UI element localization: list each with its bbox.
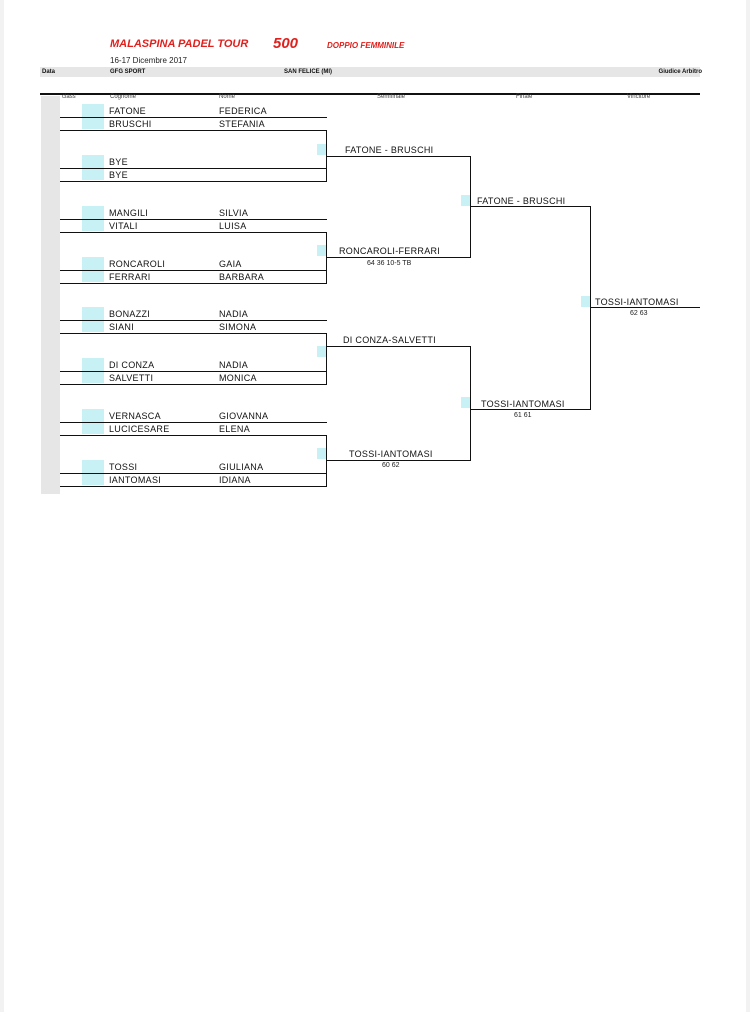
info-band [40,67,700,77]
player-name: ELENA [219,424,251,434]
round3-score: 61 61 [514,412,532,419]
row-line [60,320,327,321]
round2-team: RONCAROLI-FERRARI [339,246,441,256]
player-name: GIOVANNA [219,411,269,421]
row-line [60,219,327,220]
seed-column [41,96,60,494]
row-line [60,371,327,372]
player-surname: MANGILI [109,208,149,218]
player-name: MONICA [219,373,257,383]
player-surname: FATONE [109,106,146,116]
player-name: SIMONA [219,322,257,332]
player-surname: BYE [109,157,128,167]
player-name: IDIANA [219,475,251,485]
player-surname: TOSSI [109,462,138,472]
player-name: NADIA [219,309,249,319]
player-surname: VERNASCA [109,411,161,421]
player-surname: BYE [109,170,128,180]
seed-box [82,460,104,485]
row-line [60,473,327,474]
row-line [60,422,327,423]
club-name: GFG SPORT [110,69,146,75]
tournament-title: MALASPINA PADEL TOUR [110,38,249,50]
seed-box [82,307,104,332]
col-final: Finale [516,94,533,100]
pair-line [60,283,327,284]
pair-line [60,435,327,436]
row-line [60,117,327,118]
player-surname: BONAZZI [109,309,151,319]
winner-team: TOSSI-IANTOMASI [595,297,679,307]
player-surname: SALVETTI [109,373,154,383]
player-name: FEDERICA [219,106,267,116]
round2-score: 60 62 [382,462,400,469]
player-surname: IANTOMASI [109,475,162,485]
round2-team: TOSSI-IANTOMASI [349,449,433,459]
row-line [60,270,327,271]
pair-line [60,181,327,182]
round3-team: FATONE - BRUSCHI [477,196,566,206]
player-surname: VITALI [109,221,138,231]
player-name: STEFANIA [219,119,265,129]
round3-team: TOSSI-IANTOMASI [481,399,565,409]
player-name: BARBARA [219,272,265,282]
player-surname: BRUSCHI [109,119,152,129]
player-surname: RONCAROLI [109,259,166,269]
winner-score: 62 63 [630,310,648,317]
referee-label: Giudice Arbitro [658,69,702,75]
data-label: Data [42,69,56,75]
row-line [60,168,327,169]
pair-line [60,486,327,487]
col-class: class [62,94,76,100]
player-surname: LUCICESARE [109,424,170,434]
tournament-dates: 16-17 Dicembre 2017 [110,56,187,65]
pair-line [60,384,327,385]
seed-box [82,104,104,129]
pair-line [60,130,327,131]
draw-sheet: MALASPINA PADEL TOUR 500 DOPPIO FEMMINIL… [4,0,746,1012]
pair-line [60,232,327,233]
round2-team: FATONE - BRUSCHI [345,145,434,155]
player-name: NADIA [219,360,249,370]
round2-team: DI CONZA-SALVETTI [343,335,436,345]
player-surname: SIANI [109,322,135,332]
pair-line [60,333,327,334]
col-winner: Vincitore [627,94,651,100]
location: SAN FELICE (MI) [284,69,332,75]
player-surname: DI CONZA [109,360,155,370]
player-name: GIULIANA [219,462,264,472]
seed-box [82,206,104,231]
round2-score: 64 36 10-5 TB [367,260,412,267]
header-rule [40,93,700,95]
player-name: SILVIA [219,208,249,218]
seed-box [82,409,104,434]
seed-box [82,358,104,383]
player-name: GAIA [219,259,242,269]
tournament-category: DOPPIO FEMMINILE [327,41,405,50]
player-surname: FERRARI [109,272,151,282]
seed-box [82,155,104,180]
col-semifinal: Semifinale [377,94,406,100]
player-name: LUISA [219,221,247,231]
col-name: Nome [219,94,236,100]
col-surname: Cognome [110,94,137,100]
tournament-level: 500 [273,35,299,52]
seed-box [82,257,104,282]
